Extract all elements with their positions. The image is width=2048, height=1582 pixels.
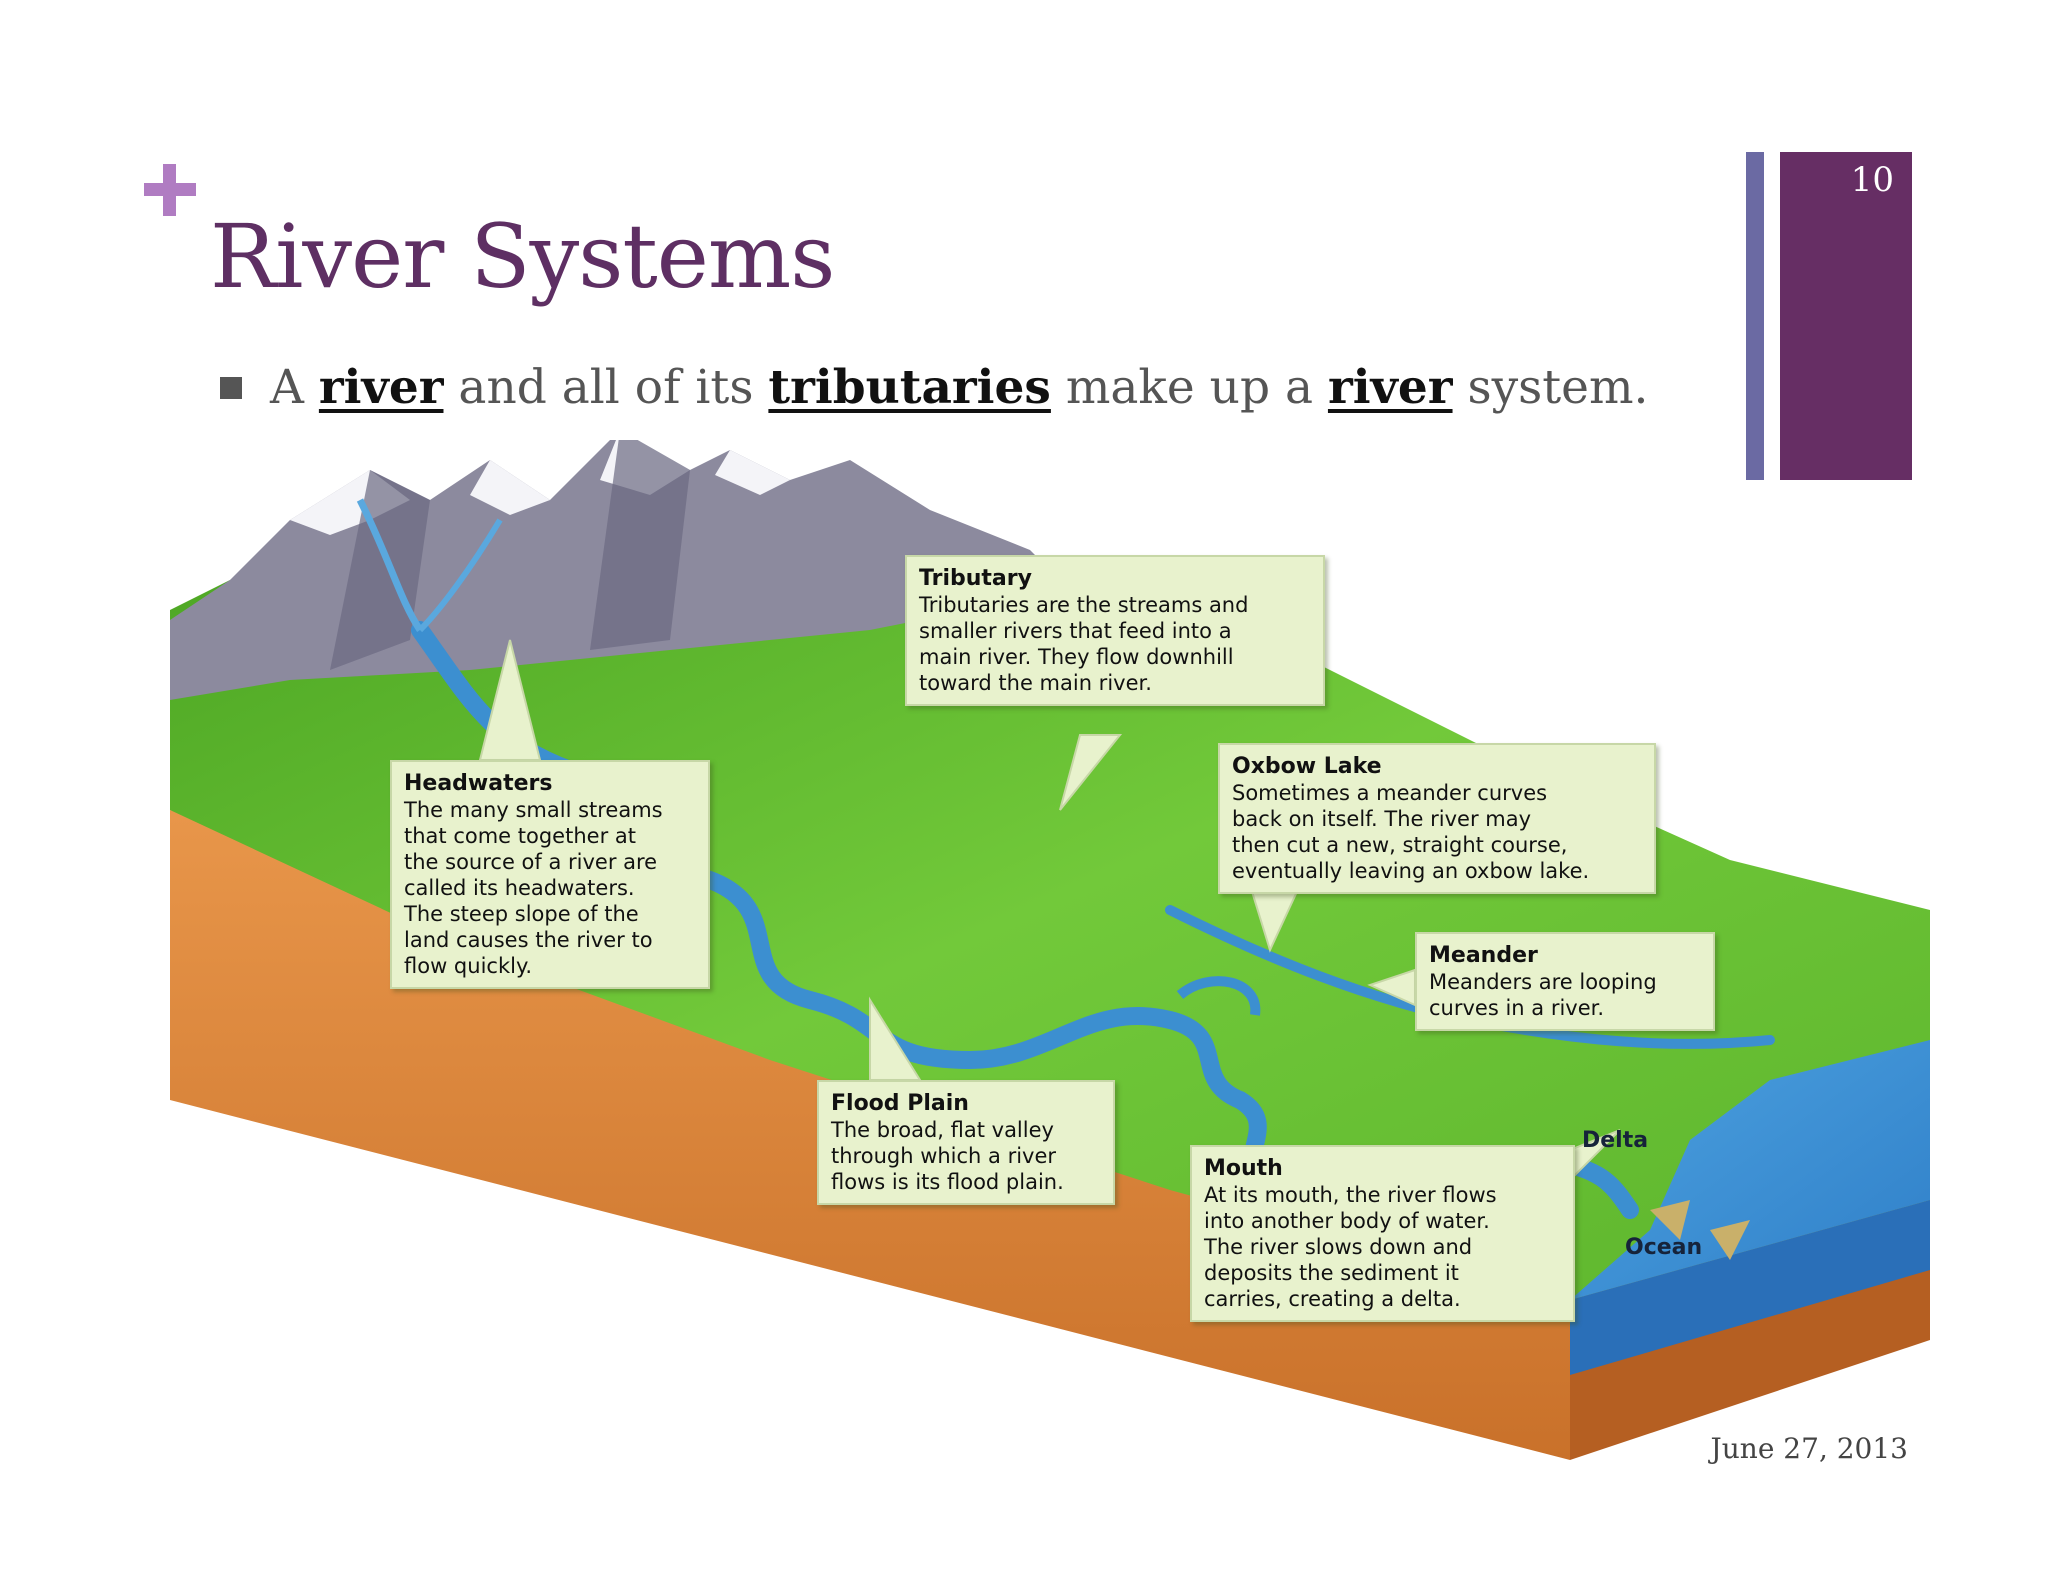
- callout-flood-plain: Flood Plain The broad, flat valley throu…: [817, 1080, 1115, 1205]
- callout-line: Tributaries are the streams and: [919, 593, 1249, 617]
- ocean-water-depth: [1570, 1200, 1930, 1375]
- accent-bar-thick: [1780, 152, 1912, 480]
- callout-line: the source of a river are: [404, 850, 658, 874]
- bullet-text: A river and all of its tributaries make …: [270, 360, 1649, 415]
- callout-line: Meanders are looping: [1429, 970, 1657, 994]
- callout-line: main river. They flow downhill: [919, 645, 1234, 669]
- callout-line: The many small streams: [404, 798, 663, 822]
- slide-date: June 27, 2013: [1710, 1432, 1908, 1465]
- callout-heading: Tributary: [919, 566, 1032, 591]
- callout-line: then cut a new, straight course,: [1232, 833, 1568, 857]
- callout-line: that come together at: [404, 824, 636, 848]
- bullet-square-icon: [220, 376, 242, 399]
- callout-line: Sometimes a meander curves: [1232, 781, 1548, 805]
- callout-line: flow quickly.: [404, 954, 533, 978]
- callout-line: curves in a river.: [1429, 996, 1605, 1020]
- callout-mouth: Mouth At its mouth, the river flows into…: [1190, 1145, 1575, 1322]
- oxbow-lake: [1176, 976, 1261, 1016]
- callout-line: back on itself. The river may: [1232, 807, 1532, 831]
- callout-heading: Mouth: [1204, 1156, 1283, 1181]
- keyword-river-2: river: [1327, 360, 1453, 415]
- callout-line: The steep slope of the: [404, 902, 639, 926]
- bullet-point: A river and all of its tributaries make …: [220, 360, 1648, 415]
- callout-line: through which a river: [831, 1144, 1057, 1168]
- callout-heading: Headwaters: [404, 771, 553, 796]
- page-number: 10: [1850, 160, 1894, 200]
- callout-line: land causes the river to: [404, 928, 653, 952]
- callout-line: smaller rivers that feed into a: [919, 619, 1232, 643]
- label-delta: Delta: [1582, 1128, 1649, 1153]
- callout-line: flows is its flood plain.: [831, 1170, 1064, 1194]
- callout-tributary: Tributary Tributaries are the streams an…: [905, 555, 1325, 706]
- callout-line: called its headwaters.: [404, 876, 635, 900]
- callout-line: The river slows down and: [1204, 1235, 1473, 1259]
- callout-line: deposits the sediment it: [1204, 1261, 1459, 1285]
- callout-heading: Oxbow Lake: [1232, 754, 1382, 779]
- label-ocean: Ocean: [1625, 1235, 1703, 1260]
- callout-heading: Flood Plain: [831, 1091, 969, 1116]
- callout-line: At its mouth, the river flows: [1204, 1183, 1497, 1207]
- keyword-river: river: [318, 360, 444, 415]
- delta-islands: [1650, 1200, 1750, 1260]
- callout-line: eventually leaving an oxbow lake.: [1232, 859, 1590, 883]
- keyword-tributaries: tributaries: [768, 360, 1051, 415]
- plus-decoration-icon: [140, 160, 200, 220]
- mountain-shadow: [330, 430, 690, 670]
- accent-bar-thin: [1746, 152, 1764, 480]
- slide-title: River Systems: [210, 205, 835, 308]
- headwater-stream-2: [417, 518, 503, 633]
- land-surface: [170, 500, 1930, 1300]
- callout-oxbow-lake: Oxbow Lake Sometimes a meander curves ba…: [1218, 743, 1656, 894]
- headwater-stream: [356, 498, 423, 632]
- callout-line: toward the main river.: [919, 671, 1152, 695]
- pointer-tributary: [1059, 734, 1123, 811]
- callout-line: into another body of water.: [1204, 1209, 1490, 1233]
- river-system-diagram: Tributary Tributaries are the streams an…: [170, 430, 1930, 1470]
- ocean-water: [1570, 1040, 1930, 1300]
- callout-headwaters: Headwaters The many small streams that c…: [390, 760, 710, 989]
- callout-line: carries, creating a delta.: [1204, 1287, 1461, 1311]
- callout-heading: Meander: [1429, 943, 1538, 968]
- callout-line: The broad, flat valley: [831, 1118, 1054, 1142]
- callout-meander: Meander Meanders are looping curves in a…: [1415, 932, 1715, 1031]
